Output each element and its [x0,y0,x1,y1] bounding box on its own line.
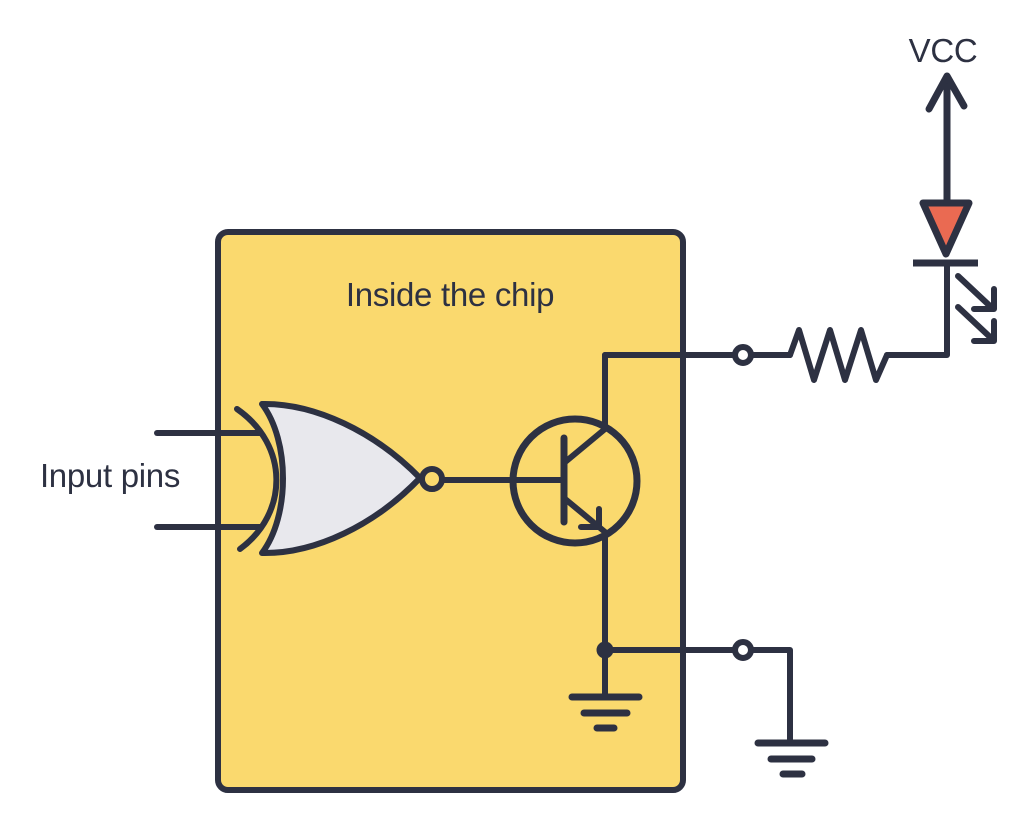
light-emission-arrow-2 [955,304,993,340]
output-network [602,260,950,383]
external-ground [602,639,829,778]
transistor-collector-wire [561,352,608,466]
xnor-gate [234,400,445,557]
light-emission-arrowhead-2 [971,318,997,344]
light-emission-arrow-1 [955,273,993,309]
input-pins: Input pins [40,430,264,530]
vcc-arrowhead-icon [925,72,968,113]
transistor-emitter-wire [561,495,608,653]
npn-transistor [439,352,641,653]
chip-box [215,229,686,793]
junction-dot [596,641,614,659]
resistor-icon [787,327,890,383]
vcc-label: VCC [909,32,978,69]
gate-body [259,400,423,557]
emitter-to-external-ground-wire [602,647,793,743]
emitter-arrowhead-icon [578,506,602,530]
resistor-to-led-wire [884,260,950,358]
input-pins-label: Input pins [40,457,180,494]
led-triangle-icon [919,199,973,258]
led [913,199,997,344]
light-emission-arrowhead-1 [971,286,997,312]
output-pin-top [732,344,754,366]
xor-extra-arc [234,406,280,552]
chip-label: Inside the chip [346,276,554,313]
vcc-supply: VCC [909,32,978,207]
transistor-circle [509,415,641,547]
output-pin-bottom [732,639,754,661]
